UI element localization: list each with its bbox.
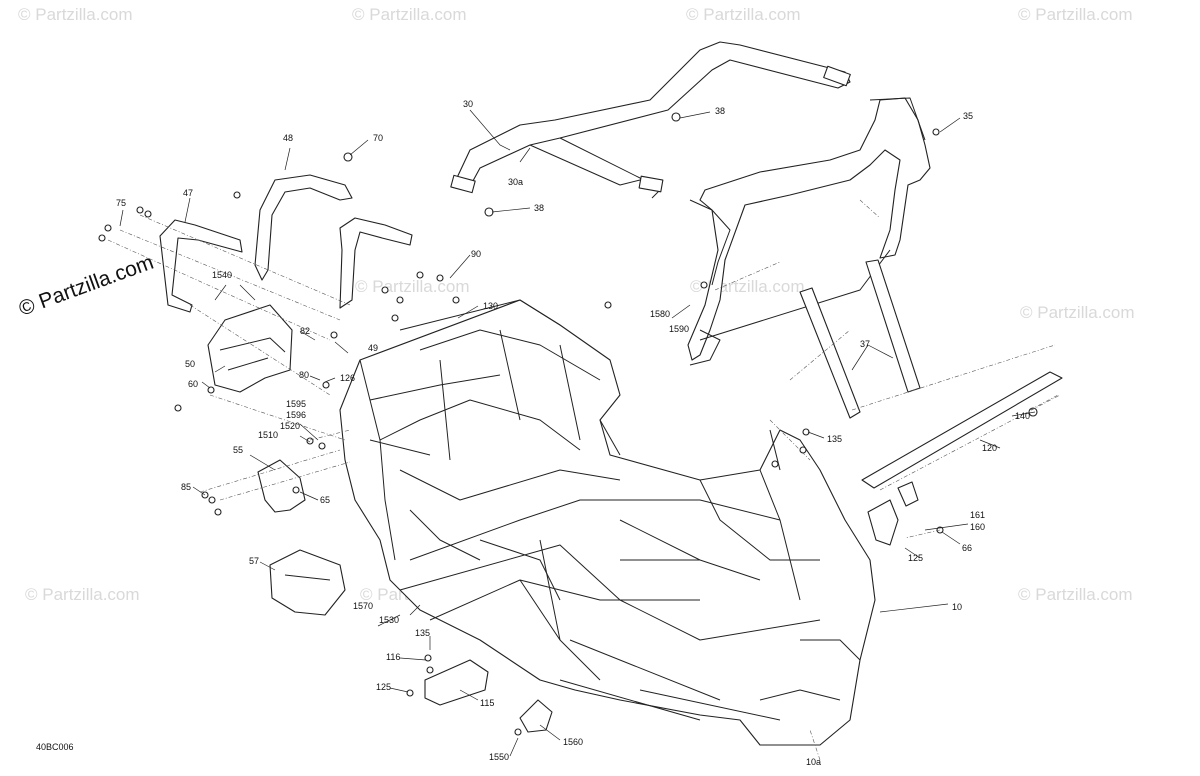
bracket-50	[207, 304, 293, 393]
callout-50[interactable]: 50	[185, 359, 195, 369]
roll-cage-rear-struts	[799, 259, 921, 419]
callout-66[interactable]: 66	[962, 543, 972, 553]
bracket-57	[269, 549, 346, 616]
callout-75[interactable]: 75	[116, 198, 126, 208]
bracket-1560	[519, 699, 553, 733]
callout-130[interactable]: 130	[483, 301, 498, 311]
callout-135[interactable]: 135	[827, 434, 842, 444]
callout-48[interactable]: 48	[283, 133, 293, 143]
callout-10a[interactable]: 10a	[806, 757, 821, 767]
callout-1510[interactable]: 1510	[258, 430, 278, 440]
callout-161[interactable]: 161	[970, 510, 985, 520]
phantom-lines	[107, 199, 1061, 761]
callout-82[interactable]: 82	[300, 326, 310, 336]
callout-160[interactable]: 160	[970, 522, 985, 532]
hardware-fasteners	[98, 112, 1038, 736]
drawing-code: 40BC006	[36, 742, 74, 752]
watermark: © Partzilla.com	[686, 5, 801, 24]
callout-47[interactable]: 47	[183, 188, 193, 198]
watermark: © Partzilla.com	[25, 585, 140, 604]
callout-1596[interactable]: 1596	[286, 410, 306, 420]
callout-35[interactable]: 35	[963, 111, 973, 121]
roll-cage-front-bar	[450, 41, 851, 199]
callout-1560[interactable]: 1560	[563, 737, 583, 747]
bracket-160	[867, 481, 919, 546]
callout-80[interactable]: 80	[299, 370, 309, 380]
callout-120[interactable]: 120	[982, 443, 997, 453]
bracket-55	[257, 459, 306, 513]
callout-1580[interactable]: 1580	[650, 309, 670, 319]
callout-1550[interactable]: 1550	[489, 752, 509, 762]
brand-logo-text: © Partzilla.com	[16, 251, 157, 321]
callout-49[interactable]: 49	[368, 343, 378, 353]
callout-37[interactable]: 37	[860, 339, 870, 349]
callout-labels: 30 30a 38 38 35 37 70 48 47 75 1540 50 6…	[116, 99, 1030, 767]
watermark: © Partzilla.com	[1018, 5, 1133, 24]
watermark: © Partzilla.com	[352, 5, 467, 24]
watermark: © Partzilla.com	[18, 5, 133, 24]
callout-115[interactable]: 115	[480, 698, 494, 708]
callout-1570[interactable]: 1570	[353, 601, 373, 611]
callout-1595[interactable]: 1595	[286, 399, 306, 409]
callout-1540[interactable]: 1540	[212, 270, 232, 280]
front-bumper-tube-48	[254, 174, 413, 309]
front-bumper-tube-47	[159, 219, 243, 313]
callout-55[interactable]: 55	[233, 445, 243, 455]
callout-116[interactable]: 116	[386, 652, 400, 662]
roll-cage-rear-hoop	[687, 97, 931, 366]
callout-1530[interactable]: 1530	[379, 615, 399, 625]
callout-38[interactable]: 38	[715, 106, 725, 116]
callout-30a[interactable]: 30a	[508, 177, 523, 187]
watermark: © Partzilla.com	[1018, 585, 1133, 604]
callout-38[interactable]: 38	[534, 203, 544, 213]
callout-85[interactable]: 85	[181, 482, 191, 492]
rail-120	[861, 371, 1063, 489]
callout-60[interactable]: 60	[188, 379, 198, 389]
callout-10[interactable]: 10	[952, 602, 962, 612]
callout-140[interactable]: 140	[1015, 411, 1030, 421]
callout-30[interactable]: 30	[463, 99, 473, 109]
callout-65[interactable]: 65	[320, 495, 330, 505]
main-frame-10	[339, 299, 876, 746]
watermark: © Partzilla.com	[355, 277, 470, 296]
callout-125[interactable]: 125	[908, 553, 923, 563]
callout-125[interactable]: 125	[376, 682, 391, 692]
leader-lines	[119, 109, 1036, 757]
bracket-115	[424, 659, 489, 706]
callout-135[interactable]: 135	[415, 628, 430, 638]
callout-1590[interactable]: 1590	[669, 324, 689, 334]
callout-1520[interactable]: 1520	[280, 421, 300, 431]
watermark: © Partzilla.com	[1020, 303, 1135, 322]
callout-57[interactable]: 57	[249, 556, 259, 566]
callout-126[interactable]: 126	[340, 373, 355, 383]
callout-90[interactable]: 90	[471, 249, 481, 259]
callout-70[interactable]: 70	[373, 133, 383, 143]
